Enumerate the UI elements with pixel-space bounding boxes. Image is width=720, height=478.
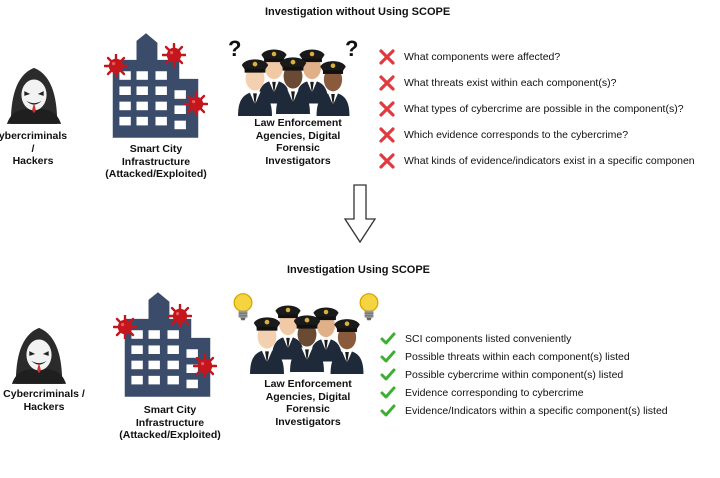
law-label-line-4: Investigators (275, 415, 341, 428)
question-item: Which evidence corresponds to the cyberc… (378, 122, 720, 148)
cross-icon (378, 127, 396, 143)
question-text: What kinds of evidence/indicators exist … (404, 155, 695, 167)
law-label-line-4: Investigators (265, 154, 331, 167)
cross-icon (378, 101, 396, 117)
answer-item: SCI components listed conveniently (380, 330, 715, 348)
answer-text: Possible cybercrime within component(s) … (405, 369, 624, 381)
law-label: Law Enforcement Agencies, Digital Forens… (248, 378, 368, 428)
answer-item: Possible cybercrime within component(s) … (380, 366, 715, 384)
answer-text: Evidence corresponding to cybercrime (405, 387, 584, 399)
cross-icon (378, 75, 396, 91)
law-label: Law Enforcement Agencies, Digital Forens… (238, 117, 358, 167)
hacker-icon (10, 322, 68, 384)
hackers-label-line-1: Cybercriminals / (3, 388, 85, 400)
law-label-line-3: Forensic (286, 403, 330, 415)
question-text: What threats exist within each component… (404, 77, 617, 89)
answer-text: Evidence/Indicators within a specific co… (405, 405, 668, 417)
law-label-line-3: Forensic (276, 142, 320, 154)
hackers-label-line-2: Hackers (12, 155, 54, 167)
city-label: Smart City Infrastructure (Attacked/Expl… (96, 143, 216, 181)
answer-item: Possible threats within each component(s… (380, 348, 715, 366)
law-label-line-1: Law Enforcement (254, 117, 342, 129)
question-icon: ? (228, 36, 242, 61)
question-item: What components were affected? (378, 44, 720, 70)
check-icon (380, 350, 396, 364)
question-icon: ? (345, 36, 359, 61)
check-icon (380, 404, 396, 418)
hackers-label-line-2: Hackers (23, 400, 65, 413)
question-item: What threats exist within each component… (378, 70, 720, 96)
virus-icon (184, 92, 208, 116)
answer-text: SCI components listed conveniently (405, 333, 572, 345)
bottom-title: Investigation Using SCOPE (287, 264, 431, 276)
law-label-line-2: Agencies, Digital (255, 129, 341, 142)
city-label-line-1: Smart City (129, 143, 183, 155)
question-text: Which evidence corresponds to the cyberc… (404, 129, 629, 141)
city-label-line-2: Infrastructure (121, 155, 191, 168)
virus-icon (113, 315, 137, 339)
virus-icon (193, 354, 217, 378)
city-label-line-2: Infrastructure (135, 416, 205, 429)
down-arrow-icon (343, 184, 377, 244)
city-label: Smart City Infrastructure (Attacked/Expl… (110, 404, 230, 442)
answer-item: Evidence/Indicators within a specific co… (380, 402, 715, 420)
hackers-label: ybercriminals / Hackers (0, 130, 68, 168)
cross-icon (378, 49, 396, 65)
city-label-line-3: (Attacked/Exploited) (119, 429, 221, 441)
cross-icon (378, 153, 396, 169)
answer-item: Evidence corresponding to cybercrime (380, 384, 715, 402)
check-icon (380, 332, 396, 346)
question-item: What types of cybercrime are possible in… (378, 96, 720, 122)
hacker-icon (5, 62, 63, 124)
question-list: What components were affected? What thre… (378, 44, 720, 174)
check-icon (380, 368, 396, 382)
question-text: What types of cybercrime are possible in… (404, 103, 684, 115)
hackers-label-line-1: ybercriminals / (0, 130, 68, 155)
law-label-line-2: Agencies, Digital (265, 390, 351, 403)
virus-icon (162, 43, 186, 67)
city-label-line-1: Smart City (143, 404, 197, 416)
virus-icon (104, 54, 128, 78)
top-title: Investigation without Using SCOPE (265, 6, 451, 18)
hackers-label: Cybercriminals / Hackers (0, 388, 92, 413)
law-label-line-1: Law Enforcement (264, 378, 352, 390)
answer-list: SCI components listed conveniently Possi… (380, 330, 715, 420)
city-label-line-3: (Attacked/Exploited) (105, 168, 207, 180)
building-icon (108, 33, 203, 138)
officers-icon (240, 296, 380, 372)
question-item: What kinds of evidence/indicators exist … (378, 148, 720, 174)
question-text: What components were affected? (404, 51, 561, 63)
answer-text: Possible threats within each component(s… (405, 351, 630, 363)
check-icon (380, 386, 396, 400)
virus-icon (168, 304, 192, 328)
